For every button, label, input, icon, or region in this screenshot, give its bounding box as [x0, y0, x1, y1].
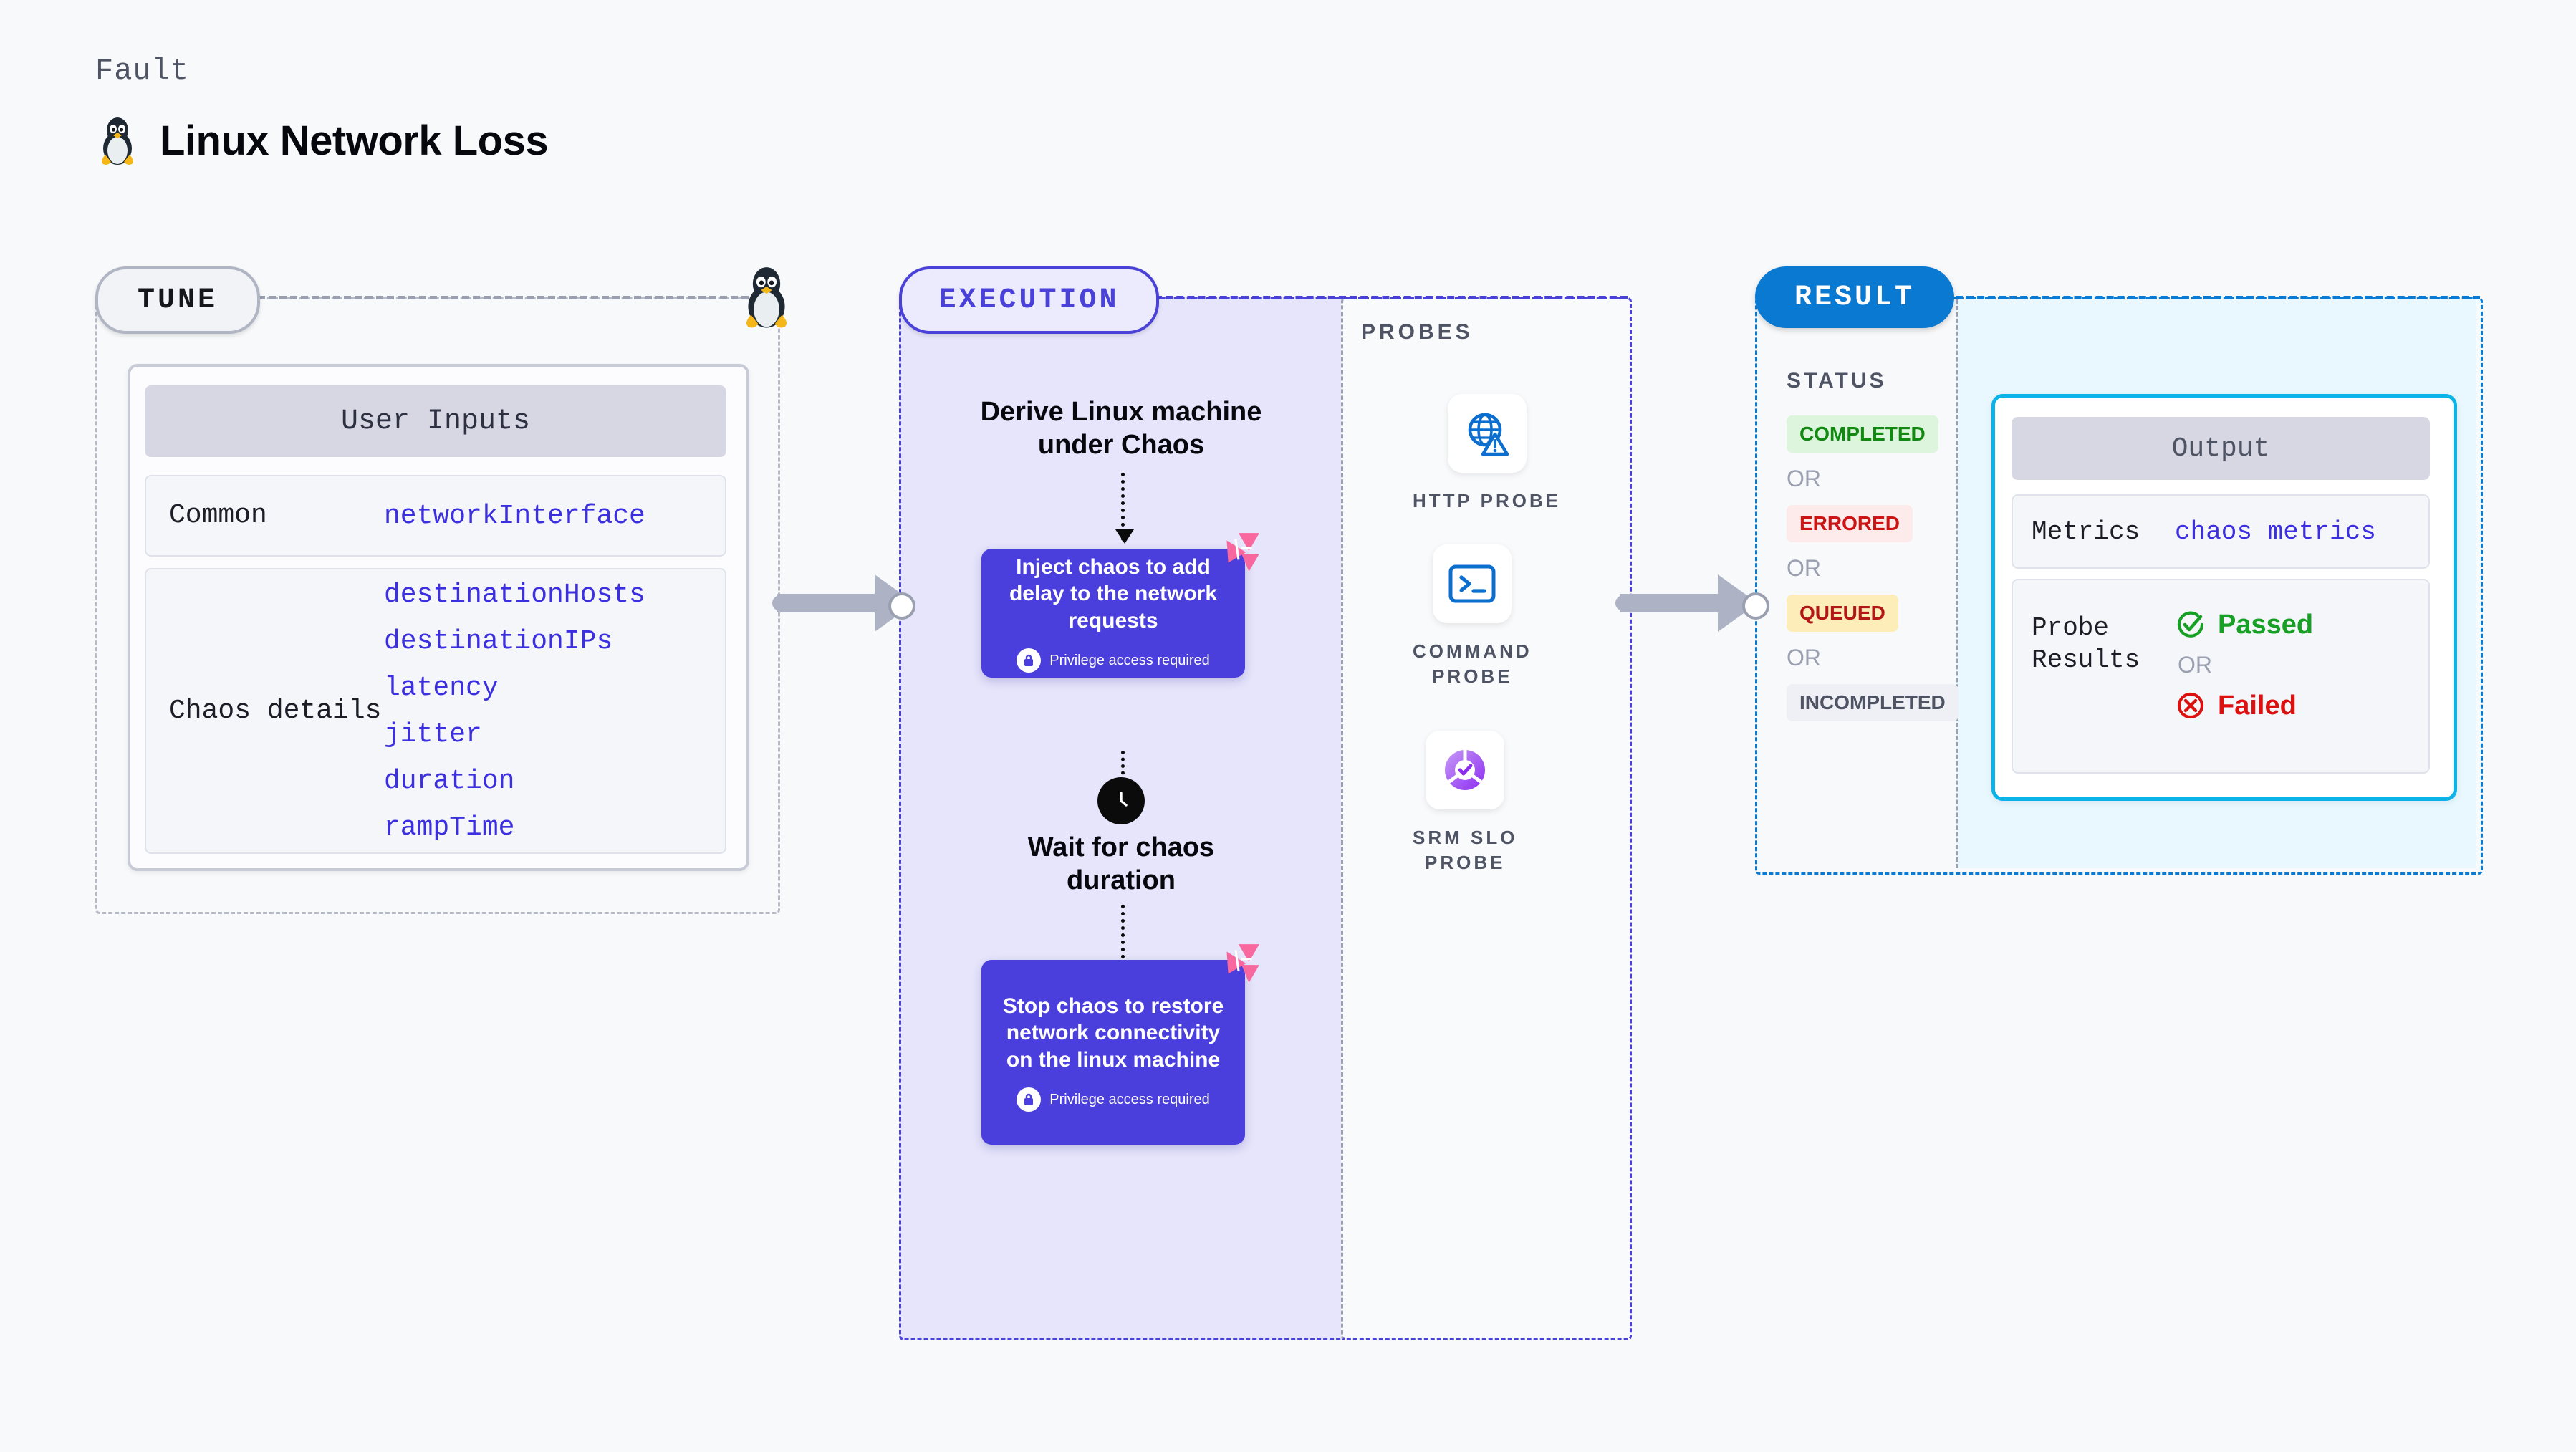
- or-label: OR: [1787, 645, 1821, 670]
- or-label: OR: [2178, 652, 2212, 678]
- execution-card-inject[interactable]: Inject chaos to add delay to the network…: [981, 533, 1259, 678]
- param-value-list: networkInterface: [384, 501, 645, 532]
- privilege-note: Privilege access required: [1017, 1087, 1210, 1112]
- result-connector-line: [1956, 296, 2480, 299]
- page-title-row: Linux Network Loss: [95, 115, 549, 166]
- probe-caption: HTTP PROBE: [1413, 490, 1562, 511]
- tune-connector-line: [258, 296, 759, 299]
- output-title: Output: [2012, 417, 2430, 480]
- x-circle-icon: [2177, 692, 2204, 719]
- output-row-label: Metrics: [2032, 516, 2140, 547]
- page-kicker: Fault: [95, 54, 190, 88]
- output-metrics-value[interactable]: chaos metrics: [2175, 516, 2376, 547]
- execution-card-title: Stop chaos to restore network connectivi…: [1002, 994, 1224, 1072]
- connector-arrow-tune-to-execution: [777, 574, 915, 632]
- probe-srm-slo[interactable]: SRM SLO PROBE: [1413, 731, 1517, 875]
- result-badge[interactable]: RESULT: [1755, 266, 1954, 328]
- execution-connector-line: [1155, 296, 1628, 299]
- param-value[interactable]: duration: [384, 765, 515, 797]
- param-row-common: Common networkInterface: [145, 475, 726, 557]
- or-label: OR: [1787, 466, 1821, 491]
- globe-warning-icon: [1447, 394, 1527, 473]
- output-row-probe-results: Probe Results Passed OR Failed: [2012, 579, 2430, 774]
- connector-end-node: [1742, 592, 1769, 620]
- probe-result-failed: Failed: [2175, 690, 2313, 721]
- lock-icon: [1017, 648, 1042, 673]
- user-inputs-title: User Inputs: [145, 385, 726, 457]
- harness-mark-icon: [1226, 944, 1259, 983]
- connector-end-node: [888, 592, 915, 620]
- tune-badge[interactable]: TUNE: [95, 266, 260, 334]
- output-row-metrics: Metrics chaos metrics: [2012, 494, 2430, 569]
- param-row-label: Common: [169, 500, 267, 532]
- probe-result-failed-label: Failed: [2218, 690, 2297, 721]
- status-list: COMPLETED OR ERRORED OR QUEUED OR INCOMP…: [1787, 415, 1966, 734]
- clock-icon: [1097, 777, 1145, 824]
- status-badge-queued: QUEUED: [1787, 595, 1898, 632]
- param-value-list: destinationHosts destinationIPs latency …: [384, 580, 645, 843]
- status-badge-errored: ERRORED: [1787, 505, 1913, 542]
- connector-arrow-probes-to-result: [1620, 574, 1758, 632]
- privilege-note: Privilege access required: [1017, 648, 1210, 673]
- output-row-label: Probe Results: [2032, 613, 2140, 675]
- page-title: Linux Network Loss: [160, 117, 549, 164]
- param-value[interactable]: destinationHosts: [384, 579, 645, 610]
- probe-command[interactable]: COMMAND PROBE: [1413, 544, 1532, 689]
- linux-penguin-icon: [102, 117, 133, 165]
- status-badge-incompleted: INCOMPLETED: [1787, 684, 1959, 721]
- execution-card-stop[interactable]: Stop chaos to restore network connectivi…: [981, 944, 1259, 1145]
- linux-penguin-corner-icon: [746, 267, 787, 328]
- param-row-chaos-details: Chaos details destinationHosts destinati…: [145, 568, 726, 854]
- check-circle-icon: [2177, 611, 2204, 638]
- privilege-text: Privilege access required: [1049, 1091, 1210, 1107]
- param-value[interactable]: destinationIPs: [384, 625, 613, 657]
- probes-label: PROBES: [1361, 320, 1474, 344]
- status-label: STATUS: [1787, 369, 1887, 393]
- flow-arrow-1: [1115, 473, 1134, 544]
- probe-result-passed: Passed: [2175, 609, 2313, 640]
- execution-step-wait: Wait for chaos duration: [1027, 832, 1215, 896]
- harness-mark-icon: [1226, 533, 1259, 572]
- srm-slo-donut-icon: [1426, 731, 1505, 809]
- terminal-icon: [1433, 544, 1512, 623]
- probe-http[interactable]: HTTP PROBE: [1413, 394, 1561, 514]
- probe-caption: COMMAND PROBE: [1413, 640, 1532, 688]
- param-row-label: Chaos details: [169, 695, 382, 726]
- param-value[interactable]: rampTime: [384, 812, 515, 843]
- execution-card-title: Inject chaos to add delay to the network…: [1009, 554, 1218, 633]
- status-badge-completed: COMPLETED: [1787, 415, 1938, 453]
- probe-result-values: Passed OR Failed: [2175, 580, 2313, 721]
- param-value[interactable]: networkInterface: [384, 500, 645, 532]
- probe-result-passed-label: Passed: [2218, 609, 2314, 640]
- execution-step-derive: Derive Linux machine under Chaos: [980, 397, 1262, 461]
- execution-badge[interactable]: EXECUTION: [899, 266, 1159, 334]
- param-value[interactable]: latency: [384, 672, 499, 703]
- param-value[interactable]: jitter: [384, 718, 482, 750]
- probe-caption: SRM SLO PROBE: [1413, 827, 1518, 874]
- or-label: OR: [1787, 555, 1821, 581]
- lock-icon: [1017, 1087, 1042, 1112]
- result-column-divider: [1956, 299, 1958, 868]
- privilege-text: Privilege access required: [1049, 652, 1210, 668]
